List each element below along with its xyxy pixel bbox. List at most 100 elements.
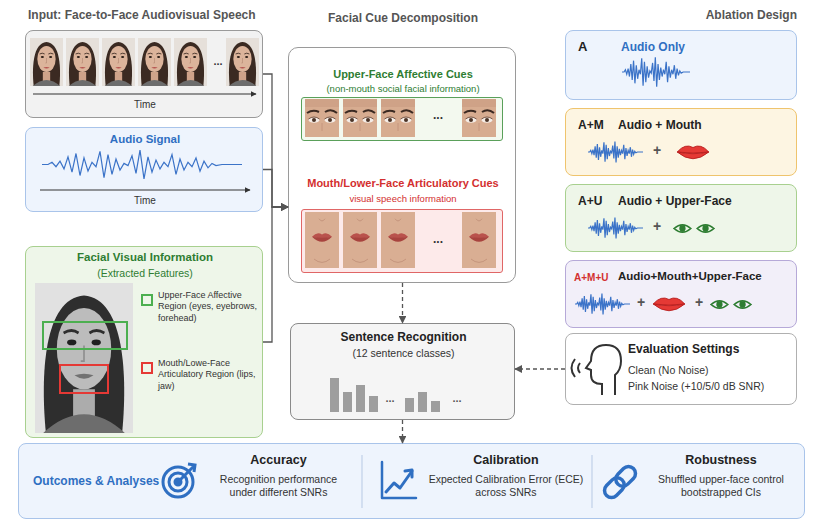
outcome-icons xyxy=(163,455,638,508)
node-text: Audio + Mouth xyxy=(618,118,788,132)
node-title: Accuracy xyxy=(201,453,356,468)
flow-arrow xyxy=(402,283,403,323)
node-text: Time xyxy=(26,195,264,207)
face-frame xyxy=(66,38,99,86)
bar xyxy=(369,396,378,412)
lip-crop xyxy=(462,212,496,268)
listener-icon xyxy=(572,345,622,395)
class-bars xyxy=(330,378,440,412)
flow-arrow xyxy=(515,368,565,369)
audio-input-box: Audio SignalTime xyxy=(25,127,263,212)
target-icon xyxy=(163,464,195,497)
node-text: Audio+Mouth+Upper-Face xyxy=(618,270,793,284)
separator xyxy=(592,455,593,508)
mouth-region xyxy=(60,365,108,393)
node-text: (12 sentence classes) xyxy=(291,347,516,360)
mouth-icon xyxy=(677,146,709,159)
face-regions xyxy=(35,283,133,433)
decomposition-box: Facial Cue DecompositionUpper-Face Affec… xyxy=(288,47,516,283)
bar xyxy=(356,385,365,412)
lip-crop xyxy=(381,212,415,268)
column-heading: Input: Face-to-Face Audiovisual Speech xyxy=(28,8,288,22)
face-frame xyxy=(174,38,207,86)
rect-shape xyxy=(613,464,638,489)
ablation-box: A Audio Only xyxy=(565,30,797,100)
circle-shape xyxy=(163,467,193,497)
upper-face-cues-box: Upper-Face Affective Cues(non-mouth soci… xyxy=(301,97,503,141)
node-text: visual speech information xyxy=(297,193,509,204)
flow-arrow xyxy=(263,207,288,342)
time-axis xyxy=(40,190,250,191)
time-axis xyxy=(33,94,256,95)
bar xyxy=(431,401,440,412)
video-frames xyxy=(30,38,259,94)
separator xyxy=(362,455,363,508)
outcome-item: CalibrationExpected Calibration Error (E… xyxy=(426,447,586,517)
mouth-icon xyxy=(653,298,685,311)
outcome-item: AccuracyRecognition performance under di… xyxy=(201,447,356,517)
node-text: Recognition performance under different … xyxy=(206,473,351,498)
ablation-box: A+M+UAudio+Mouth+Upper-Face xyxy=(565,260,797,328)
outcomes-band: Outcomes & Analyses AccuracyRecognition p… xyxy=(18,443,805,519)
node-title: A xyxy=(578,39,608,55)
node-title: A+M+U xyxy=(574,272,619,284)
rect-shape xyxy=(602,475,627,500)
chart-icon xyxy=(382,462,416,498)
evaluation-box: Evaluation SettingsClean (No Noise)Pink … xyxy=(565,333,797,405)
eyes-icon xyxy=(711,301,751,308)
face-frame xyxy=(102,38,135,86)
node-title: Facial Cue Decomposition xyxy=(289,11,517,25)
node-title: Mouth/Lower-Face Articulatory Cues xyxy=(297,177,509,190)
node-text: Clean (No Noise) xyxy=(628,364,793,377)
node-title: A+M xyxy=(578,118,618,132)
flow-arrow xyxy=(263,170,288,208)
circle-shape xyxy=(175,479,181,485)
visual-features-box: Facial Visual Information (Extracted Feat… xyxy=(25,246,263,438)
recognition-box: Sentence Recognition(12 sentence classes… xyxy=(290,323,515,420)
node-title: Upper-Face Affective Cues xyxy=(297,68,509,81)
waveform xyxy=(588,218,643,239)
eye-crops xyxy=(305,99,496,137)
eye-crop xyxy=(381,99,415,137)
face-frame xyxy=(30,38,63,86)
grayscale-face xyxy=(35,283,133,433)
node-title: Time xyxy=(26,99,264,111)
upper-face-region xyxy=(43,322,127,349)
node-text: Expected Calibration Error (ECE) across … xyxy=(426,473,586,498)
node-title: Outcomes & Analyses xyxy=(33,474,173,488)
node-title: Robustness xyxy=(641,453,801,468)
waveform xyxy=(622,57,690,86)
mouth-cues-box: Mouth/Lower-Face Articulatory Cuesvisual… xyxy=(301,209,503,273)
waveform xyxy=(42,150,242,179)
node-text: Audio Only xyxy=(621,40,791,54)
bar xyxy=(418,392,427,412)
ablation-box: A+MAudio + Mouth xyxy=(565,108,797,176)
node-title: Facial Visual Information xyxy=(26,251,264,265)
waveform xyxy=(588,142,643,163)
lip-crops xyxy=(305,212,496,268)
eyes-icon xyxy=(674,225,714,232)
sound-wave xyxy=(578,363,580,373)
face-frame xyxy=(138,38,171,86)
face-frame xyxy=(226,38,259,86)
link-icon xyxy=(602,464,639,501)
path-shape xyxy=(405,470,412,477)
lip-crop xyxy=(343,212,377,268)
eye-crop xyxy=(462,99,496,137)
node-text: Audio + Upper-Face xyxy=(618,194,788,208)
lip-crop xyxy=(305,212,339,268)
ablation-box: A+UAudio + Upper-Face xyxy=(565,184,797,252)
node-text: (Extracted Features) xyxy=(26,267,264,280)
flow-arrow xyxy=(263,74,288,207)
bar xyxy=(405,398,414,412)
eye-crop xyxy=(343,99,377,137)
bar xyxy=(343,392,352,412)
video-input-box: Time xyxy=(25,30,263,118)
flow-arrow xyxy=(402,420,403,443)
path-shape xyxy=(382,462,416,498)
outcome-item: RobustnessShuffled upper-face control bo… xyxy=(641,447,801,517)
bar xyxy=(330,378,339,412)
node-title: A+U xyxy=(578,194,618,208)
